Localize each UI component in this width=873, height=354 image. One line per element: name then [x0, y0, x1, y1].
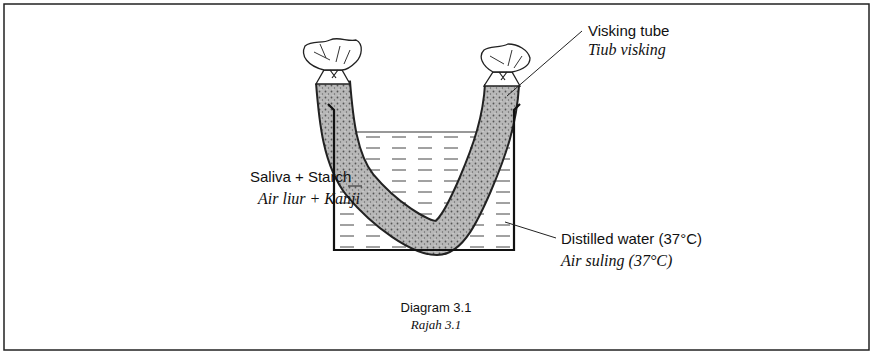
beaker [328, 104, 520, 250]
figure-caption: Rajah 3.1 [411, 318, 462, 333]
leader-line [505, 222, 556, 238]
part-label: Distilled water (37°C) [561, 230, 702, 247]
part-label: Tiub visking [588, 41, 666, 59]
frame [4, 4, 869, 350]
part-label: Air liur + Kanji [258, 190, 360, 208]
part-label: Visking tube [588, 22, 669, 39]
part-label: Air suling (37°C) [561, 252, 672, 270]
leader-line [348, 186, 362, 187]
figure-caption: Diagram 3.1 [401, 301, 472, 316]
visking-tube [304, 39, 530, 238]
leader-line [507, 31, 582, 96]
part-label: Saliva + Starch [250, 168, 351, 185]
